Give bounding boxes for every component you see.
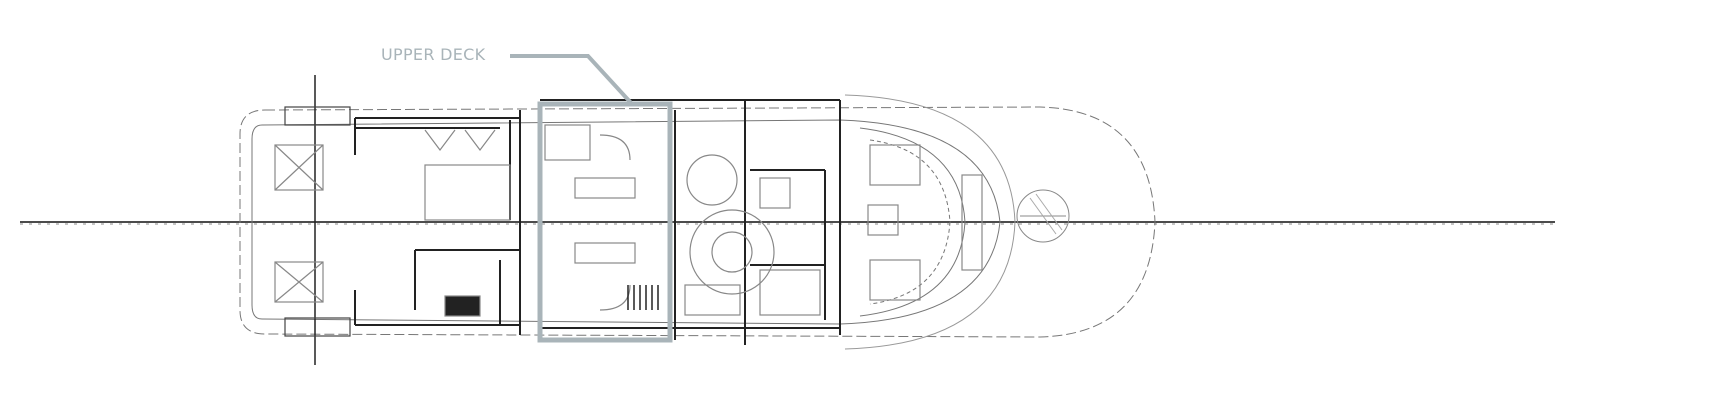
upper-deck-callout-label: UPPER DECK xyxy=(381,45,486,64)
interior-details xyxy=(274,106,983,337)
hull-outline xyxy=(239,94,1156,350)
walls xyxy=(314,75,841,365)
centerline xyxy=(20,221,1555,225)
upper-deck-highlight xyxy=(510,54,673,343)
